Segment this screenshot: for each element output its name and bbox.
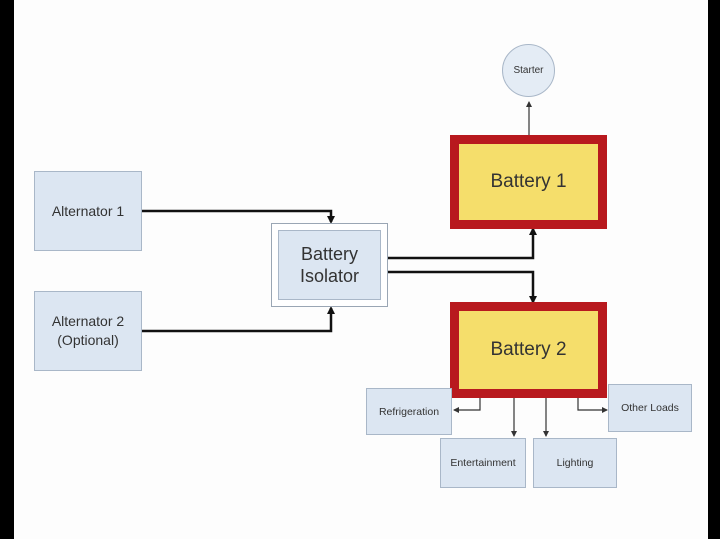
isolator-node: Battery Isolator	[278, 230, 381, 300]
alternator1-node: Alternator 1	[34, 171, 142, 251]
other-loads-node: Other Loads	[608, 384, 692, 432]
refrigeration-node: Refrigeration	[366, 388, 452, 435]
wire-alternator1-isolator	[141, 209, 335, 224]
lighting-node: Lighting	[533, 438, 617, 488]
alternator2-node: Alternator 2 (Optional)	[34, 291, 142, 371]
wire-isolator-battery1	[382, 227, 537, 260]
wire-alternator2-isolator	[141, 306, 335, 333]
wire-battery2-other-loads	[577, 397, 608, 413]
wire-isolator-battery2	[382, 270, 537, 304]
battery1-node: Battery 1	[450, 135, 607, 229]
entertainment-node: Entertainment	[440, 438, 526, 488]
wire-battery2-refrigeration	[453, 397, 481, 413]
starter-node: Starter	[502, 44, 555, 97]
battery2-node: Battery 2	[450, 302, 607, 398]
